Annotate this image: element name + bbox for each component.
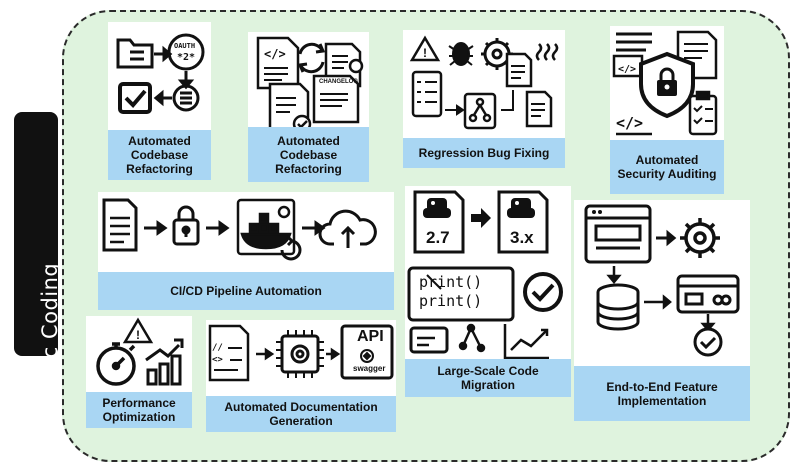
old-code-text: print() <box>419 273 483 291</box>
card-code-migration: 2.7 3.x print() print() Large-Scale Code… <box>405 186 571 397</box>
old-version-label: 2.7 <box>426 228 450 247</box>
list-file-icon <box>268 82 312 134</box>
cloud-upload-icon <box>318 209 377 248</box>
database-icon <box>596 283 640 331</box>
refresh-icon <box>280 235 302 261</box>
card-caption: Automated Documentation Generation <box>206 396 396 432</box>
arrow-down-icon <box>177 71 195 90</box>
svg-text:!: ! <box>136 328 140 342</box>
card-caption: Regression Bug Fixing <box>403 138 565 168</box>
lock-icon <box>172 205 200 246</box>
code-document-icon <box>208 324 250 382</box>
stopwatch-icon <box>96 342 136 386</box>
svg-text:</>: </> <box>618 64 636 75</box>
arrow-down-icon <box>606 266 622 284</box>
card-caption: End-to-End Feature Implementation <box>574 366 750 421</box>
oauth-label: OAUTH <box>174 42 196 50</box>
card-performance-optimization: ! Performance Optimization <box>86 316 192 428</box>
code-lines-icon <box>616 32 652 52</box>
svg-text:!: ! <box>423 46 427 60</box>
svg-text:<>: <> <box>212 355 223 365</box>
arrow-right-icon <box>471 208 491 228</box>
warning-icon <box>122 317 154 344</box>
processor-gear-icon <box>276 330 324 378</box>
browser-window-icon <box>584 204 652 264</box>
card-codebase-refactoring-1: OAUTH *2* Automated Codebase Refactoring <box>108 22 211 180</box>
heat-icon <box>535 43 559 61</box>
card-end-to-end-feature: End-to-End Feature Implementation <box>574 200 750 421</box>
check-circle-icon <box>693 327 723 357</box>
card-security-auditing: </> </> Automated Security Auditing <box>610 26 724 194</box>
side-label-tag: Agentic Coding <box>14 112 62 429</box>
card-form-icon <box>676 274 740 314</box>
card-caption: Automated Codebase Refactoring <box>108 130 211 180</box>
folder-icon <box>116 38 154 69</box>
docker-icon <box>236 198 296 256</box>
changelog-file-icon <box>312 74 360 124</box>
arrow-right-icon <box>256 347 275 361</box>
checklist-icon <box>411 70 443 118</box>
warning-icon <box>409 35 441 62</box>
arrow-right-icon <box>154 45 173 63</box>
line-chart-icon <box>503 324 549 360</box>
svg-text:</>: </> <box>264 47 286 61</box>
python-logo-icon <box>507 198 535 218</box>
card-codebase-refactoring-2: </> CHANGELOG Automated Codebase Refacto… <box>248 32 369 182</box>
card-cicd-pipeline: CI/CD Pipeline Automation <box>98 192 394 310</box>
arrow-right-icon <box>644 294 672 310</box>
code-file-icon <box>256 36 300 90</box>
card-caption: Performance Optimization <box>86 392 192 428</box>
changelog-label: CHANGELOG <box>319 79 358 85</box>
arrow-left-icon <box>153 89 172 107</box>
new-version-label: 3.x <box>510 228 534 247</box>
document-icon <box>102 198 138 252</box>
clipboard-check-icon <box>688 90 718 136</box>
refresh-icon <box>297 42 326 74</box>
lock-icon <box>657 67 677 96</box>
document-icon <box>505 52 533 88</box>
api-label: API <box>357 328 384 345</box>
swagger-label: swagger <box>353 364 386 373</box>
arrow-right-icon <box>206 220 230 236</box>
arrow-right-icon <box>144 220 168 236</box>
check-circle-icon <box>523 272 563 312</box>
arrow-down-icon <box>700 314 716 332</box>
card-documentation-generation: // <> API swagger Automated Documentatio… <box>206 320 396 432</box>
svg-text:</>: </> <box>616 114 643 132</box>
side-label: Agentic Coding <box>38 262 62 430</box>
card-caption: Large-Scale Code Migration <box>405 359 571 397</box>
bug-icon <box>448 42 474 66</box>
code-tag-icon: </> <box>616 114 652 136</box>
flow-icon <box>463 92 497 130</box>
arrow-right-icon <box>656 229 677 247</box>
arrow-right-icon <box>326 347 341 361</box>
code-diff-box <box>407 266 515 322</box>
graph-icon <box>458 323 486 353</box>
loop-arrow-icon <box>501 90 514 111</box>
bar-chart-icon <box>145 338 184 386</box>
new-code-text: print() <box>419 292 483 310</box>
oauth-version: *2* <box>177 52 196 63</box>
card-caption: Automated Codebase Refactoring <box>248 127 369 182</box>
gear-icon <box>680 218 720 258</box>
arrow-right-icon <box>445 104 465 116</box>
python-logo-icon <box>423 198 451 218</box>
card-caption: Automated Security Auditing <box>610 140 724 194</box>
svg-text://: // <box>212 343 223 353</box>
list-circle-icon <box>172 84 200 112</box>
checkbox-icon <box>118 82 152 114</box>
swagger-logo-icon <box>360 349 374 363</box>
file-icon <box>525 90 553 128</box>
card-caption: CI/CD Pipeline Automation <box>98 272 394 310</box>
code-window-icon <box>409 326 449 354</box>
card-regression-bug-fixing: ! <box>403 30 565 168</box>
